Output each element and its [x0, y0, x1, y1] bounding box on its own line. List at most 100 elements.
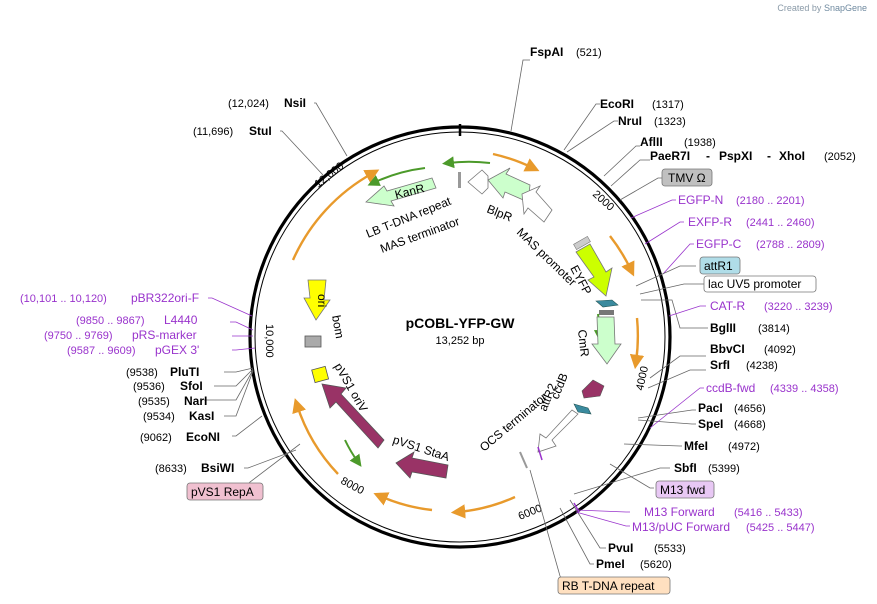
feature-pvs1-ori-box — [311, 365, 330, 384]
cat-r-name: CAT-R — [710, 299, 745, 313]
bglii-pos: (3814) — [758, 323, 790, 335]
enzyme-leaders — [204, 59, 708, 565]
aflii-name: AflII — [640, 135, 663, 149]
paci-name: PacI — [698, 401, 723, 415]
bglii-name: BglII — [710, 321, 736, 335]
paer7i-name: PaeR7I — [650, 149, 690, 163]
ori-label: ori — [315, 294, 329, 307]
enzyme-aflii: AflII (1938) — [640, 135, 716, 149]
feature-bom — [304, 335, 322, 348]
direction-arcs — [291, 152, 645, 519]
m13-forward-name: M13 Forward — [644, 505, 715, 519]
enzyme-srfi: SrfI (4238) — [710, 358, 778, 372]
feature-ccdb — [581, 379, 605, 399]
bbvci-name: BbvCI — [710, 342, 745, 356]
svg-text:-: - — [767, 149, 771, 163]
rbtdna-label: RB T-DNA repeat — [562, 579, 655, 593]
econi-pos: (9062) — [140, 432, 172, 444]
exfp-r-name: EXFP-R — [688, 215, 732, 229]
feature-attr2 — [573, 403, 592, 415]
enzyme-sbfi: SbfI (5399) — [674, 461, 740, 475]
enzyme-nsii: (12,024) NsiI — [228, 96, 306, 110]
sbfi-pos: (5399) — [708, 463, 740, 475]
snapgene-credit: Created by SnapGene — [777, 3, 867, 13]
xhoi-name: XhoI — [779, 149, 805, 163]
enzyme-fspai: FspAI (521) — [530, 45, 602, 59]
prs-marker-name: pRS-marker — [132, 328, 197, 342]
primer-egfp-c: EGFP-C (2788 .. 2809) — [696, 237, 825, 251]
fspai-name: FspAI — [530, 45, 563, 59]
enzyme-paci: PacI (4656) — [698, 401, 766, 415]
primer-m13-forward: M13 Forward (5416 .. 5433) — [644, 505, 803, 519]
enzyme-nrui: NruI (1323) — [618, 114, 686, 128]
fspai-pos: (521) — [576, 47, 602, 59]
plasmid-name: pCOBL-YFP-GW — [406, 315, 516, 331]
spei-pos: (4668) — [734, 419, 766, 431]
mfei-pos: (4972) — [728, 441, 760, 453]
m13fwd-label: M13 fwd — [660, 483, 705, 497]
pgex3-name: pGEX 3' — [155, 343, 199, 357]
paci-pos: (4656) — [734, 403, 766, 415]
feature-cmr — [591, 310, 622, 365]
egfp-c-pos: (2788 .. 2809) — [756, 239, 825, 251]
pluti-pos: (9538) — [126, 367, 158, 379]
tmv-label: TMV Ω — [668, 171, 706, 185]
spei-name: SpeI — [698, 417, 723, 431]
stui-name: StuI — [249, 124, 272, 138]
box-attr1: attR1 — [699, 256, 741, 275]
box-tmv: TMV Ω — [661, 168, 713, 187]
feature-ocs-terminator — [537, 409, 579, 453]
feature-attr1 — [595, 299, 619, 308]
cat-r-pos: (3220 .. 3239) — [764, 301, 833, 313]
tick-12000: 12,000 — [312, 160, 346, 190]
primer-ccdb-fwd: ccdB-fwd (4339 .. 4358) — [706, 381, 839, 395]
bsiwi-name: BsiWI — [201, 461, 234, 475]
plasmid-size: 13,252 bp — [436, 335, 485, 347]
enzyme-bglii: BglII (3814) — [710, 321, 790, 335]
feature-eyfp — [573, 235, 613, 297]
xhoi-pos: (2052) — [824, 151, 856, 163]
nsii-pos: (12,024) — [228, 98, 269, 110]
primer-leaders — [208, 199, 706, 527]
feature-ori: ori — [303, 279, 331, 321]
pmei-pos: (5620) — [640, 559, 672, 571]
primer-exfp-r: EXFP-R (2441 .. 2460) — [688, 215, 815, 229]
enzyme-stui: (11,696) StuI — [193, 124, 272, 138]
srfi-pos: (4238) — [746, 360, 778, 372]
feature-pvs1-oriv — [321, 383, 385, 449]
tick-4000: 4000 — [634, 365, 651, 391]
enzyme-econi: (9062) EcoNI — [140, 430, 220, 444]
primer-egfp-n: EGFP-N (2180 .. 2201) — [678, 193, 805, 207]
credit-prefix: Created by — [777, 3, 822, 13]
mfei-name: MfeI — [684, 439, 708, 453]
plasmid-center: pCOBL-YFP-GW 13,252 bp — [406, 315, 516, 347]
pvui-pos: (5533) — [654, 543, 686, 555]
feature-rb-tdna — [519, 451, 528, 469]
econi-name: EcoNI — [186, 430, 220, 444]
feature-pvs1-staa — [395, 451, 449, 479]
enzyme-pmei: PmeI (5620) — [596, 557, 672, 571]
tick-8000: 8000 — [339, 475, 366, 497]
pvs1repa-label: pVS1 RepA — [191, 485, 254, 499]
primer-m13-puc-forward: M13/pUC Forward (5425 .. 5447) — [632, 520, 815, 534]
kasi-pos: (9534) — [143, 411, 175, 423]
ccdb-fwd-name: ccdB-fwd — [706, 381, 755, 395]
primer-cat-r: CAT-R (3220 .. 3239) — [710, 299, 833, 313]
bsiwi-pos: (8633) — [155, 463, 187, 475]
box-lac-uv5: lac UV5 promoter — [703, 275, 817, 293]
pgex3-pos: (9587 .. 9609) — [67, 345, 136, 357]
sfoi-name: SfoI — [180, 379, 203, 393]
primer-l4440: (9850 .. 9867) L4440 — [76, 313, 198, 327]
nrui-pos: (1323) — [654, 116, 686, 128]
nari-pos: (9535) — [138, 396, 170, 408]
kasi-name: KasI — [189, 409, 214, 423]
enzyme-ecori: EcoRI (1317) — [600, 97, 684, 111]
snapgene-logo: SnapGene — [823, 3, 867, 13]
kanr-label: KanR — [393, 181, 426, 202]
egfp-n-pos: (2180 .. 2201) — [736, 195, 805, 207]
m13-forward-pos: (5416 .. 5433) — [734, 507, 803, 519]
ccdb-fwd-pos: (4339 .. 4358) — [770, 383, 839, 395]
svg-text:-: - — [706, 149, 710, 163]
enzyme-kasi: (9534) KasI — [143, 409, 214, 423]
feature-lb-tdna — [458, 172, 461, 188]
